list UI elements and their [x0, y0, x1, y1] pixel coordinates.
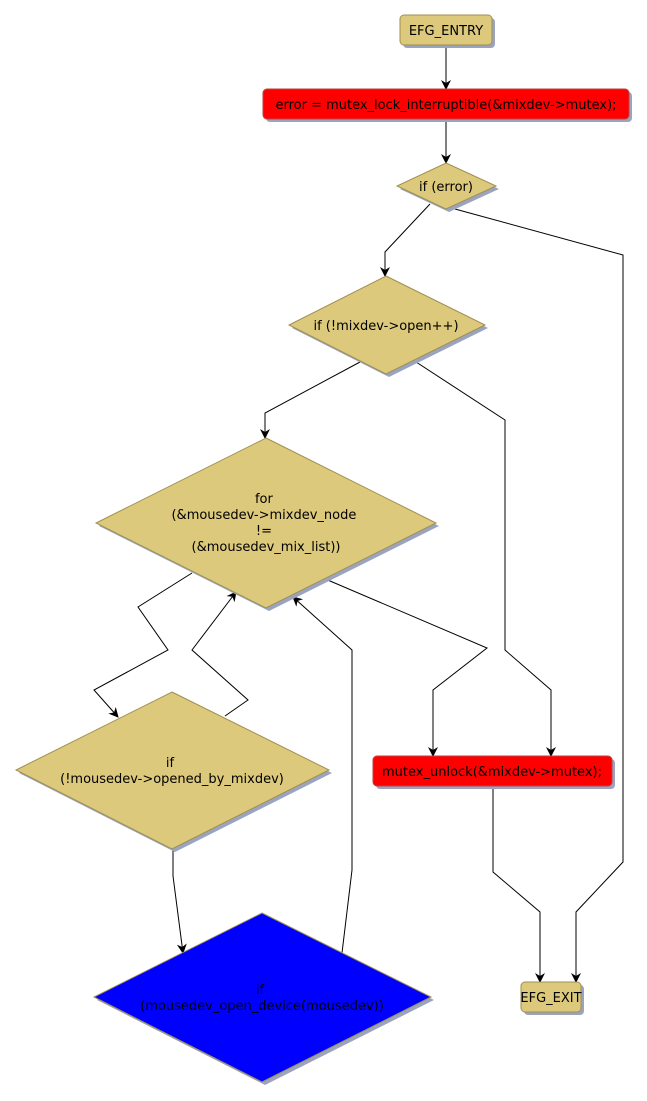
node-label: EFG_EXIT — [520, 991, 581, 1006]
node-efg-entry[interactable]: EFG_ENTRY — [399, 14, 495, 48]
edge-if-opened-to-for — [191, 591, 249, 717]
node-label: EFG_ENTRY — [409, 24, 483, 39]
edge-if-error-to-if-open — [380, 203, 431, 277]
node-label: for (&mousedev->mixdev_node != (&mousede… — [171, 492, 360, 555]
node-if-open[interactable]: if (!mixdev->open++) — [287, 275, 488, 377]
node-mutex-lock[interactable]: error = mutex_lock_interruptible(&mixdev… — [262, 88, 632, 122]
node-label: if (!mixdev->open++) — [313, 319, 458, 334]
edge-if-error-to-exit — [454, 208, 624, 983]
edge-if-open-to-for — [260, 361, 361, 439]
edge-for-to-if-opened — [93, 572, 193, 718]
node-efg-exit[interactable]: EFG_EXIT — [520, 981, 584, 1015]
node-if-error[interactable]: if (error) — [395, 162, 499, 212]
node-label: if (!mousedev->opened_by_mixdev) — [60, 756, 284, 787]
node-if-open-device[interactable]: if (mousedev_open_device(mousedev)) — [92, 912, 434, 1085]
node-label: if (mousedev_open_device(mousedev)) — [140, 983, 384, 1014]
node-label: if (error) — [419, 180, 473, 195]
edge-if-open-to-unlock — [412, 359, 556, 757]
edge-open-device-to-for — [292, 596, 353, 954]
edge-for-to-unlock — [322, 577, 488, 757]
node-for-loop[interactable]: for (&mousedev->mixdev_node != (&mousede… — [94, 437, 439, 611]
node-label: mutex_unlock(&mixdev->mutex); — [382, 765, 602, 780]
node-label: error = mutex_lock_interruptible(&mixdev… — [275, 98, 616, 113]
node-mutex-unlock[interactable]: mutex_unlock(&mixdev->mutex); — [372, 755, 615, 789]
node-if-opened-by-mixdev[interactable]: if (!mousedev->opened_by_mixdev) — [14, 691, 332, 852]
edge-unlock-to-exit — [492, 786, 545, 983]
edge-if-opened-to-open-device — [172, 849, 187, 954]
